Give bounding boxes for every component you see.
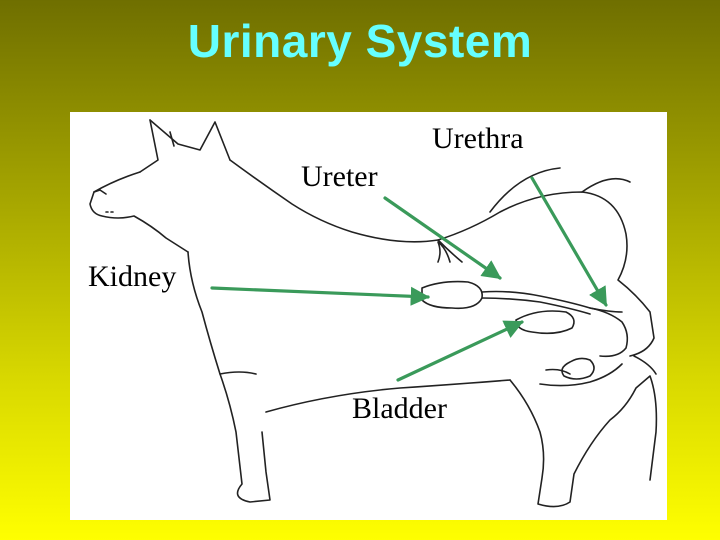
bladder-arrow	[396, 320, 524, 382]
kidney-arrow	[210, 286, 430, 306]
bladder-label: Bladder	[352, 392, 447, 425]
ureter-label: Ureter	[301, 160, 378, 193]
urethra-arrow	[530, 176, 608, 307]
urethra-label: Urethra	[432, 122, 524, 155]
slide-title: Urinary System	[187, 15, 533, 67]
ureter-arrow	[383, 196, 502, 280]
dog-outline-drawing	[89, 119, 658, 508]
kidney-label: Kidney	[88, 260, 177, 293]
diagram-panel	[70, 112, 667, 520]
